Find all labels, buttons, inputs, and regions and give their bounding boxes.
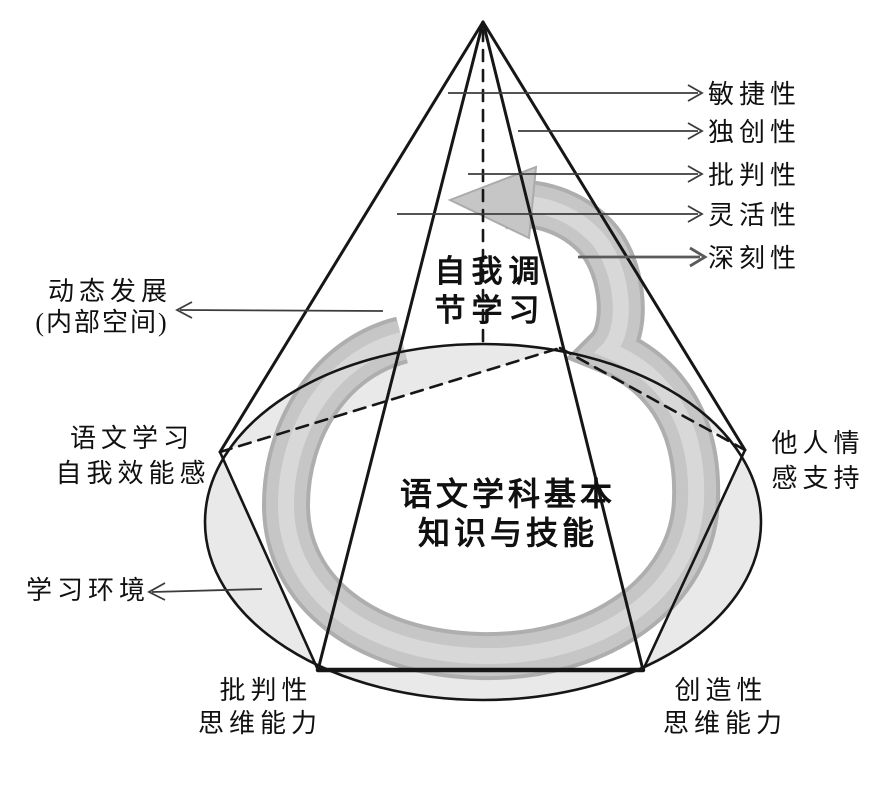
labels: 敏捷性 独创性 批判性 灵活性 深刻性 动态发展 (内部空间) 语文学习 自我效… — [26, 80, 864, 738]
arrow-huanjing — [147, 582, 263, 601]
edge-apex-bottomleft-vertex — [316, 20, 485, 672]
label-subject-knowledge-line1: 语文学科基本 — [400, 476, 616, 512]
spiral-arrowhead — [447, 165, 538, 240]
cone-structure-lines — [203, 20, 763, 702]
label-dynamic-development-line1: 动态发展 — [48, 277, 172, 306]
pentagon-edge-back-left-dashed — [218, 346, 562, 454]
arrow-linghuo — [397, 205, 704, 223]
edge-apex-bottomright-vertex — [481, 20, 645, 672]
pentagon-edge-right — [641, 448, 747, 672]
arrow-duchuang — [518, 122, 704, 140]
label-self-efficacy-line2: 自我效能感 — [55, 459, 210, 488]
label-others-support-line2: 感支持 — [771, 464, 864, 493]
annotation-arrows — [147, 84, 708, 601]
pentagon-edge-back-right-dashed — [558, 346, 747, 452]
label-duchuangxing: 独创性 — [708, 118, 801, 147]
label-shenkexing: 深刻性 — [708, 244, 801, 273]
label-linghuoxing: 灵活性 — [708, 201, 801, 230]
arrow-dongtai — [175, 301, 384, 319]
label-self-efficacy-line1: 语文学习 — [70, 424, 194, 453]
label-minjiexing: 敏捷性 — [708, 80, 801, 109]
arrow-shenke — [578, 246, 708, 268]
spiral-arrow — [261, 165, 721, 681]
spiral-inner-holes — [352, 233, 650, 589]
label-creative-thinking-line2: 思维能力 — [663, 709, 787, 738]
label-learning-environment: 学习环境 — [26, 576, 150, 605]
label-dynamic-development-line2: (内部空间) — [35, 308, 168, 337]
spiral-band-highlight — [277, 195, 705, 665]
base-ellipse-outline — [203, 342, 763, 702]
pentagon-edge-left — [218, 450, 320, 672]
label-self-regulated-learning-line2: 节学习 — [435, 293, 546, 328]
edge-apex-left-vertex — [218, 20, 485, 454]
arrow-minjie — [448, 84, 704, 102]
label-creative-thinking-line1: 创造性 — [674, 676, 767, 705]
label-subject-knowledge-line2: 知识与技能 — [418, 515, 598, 551]
label-critical-thinking-line2: 思维能力 — [198, 709, 322, 738]
arrow-pipan — [468, 165, 704, 183]
label-pipanxing: 批判性 — [708, 161, 801, 190]
label-self-regulated-learning-line1: 自我调 — [435, 254, 546, 289]
label-critical-thinking-line1: 批判性 — [219, 676, 312, 705]
label-others-support-line1: 他人情 — [771, 429, 864, 458]
